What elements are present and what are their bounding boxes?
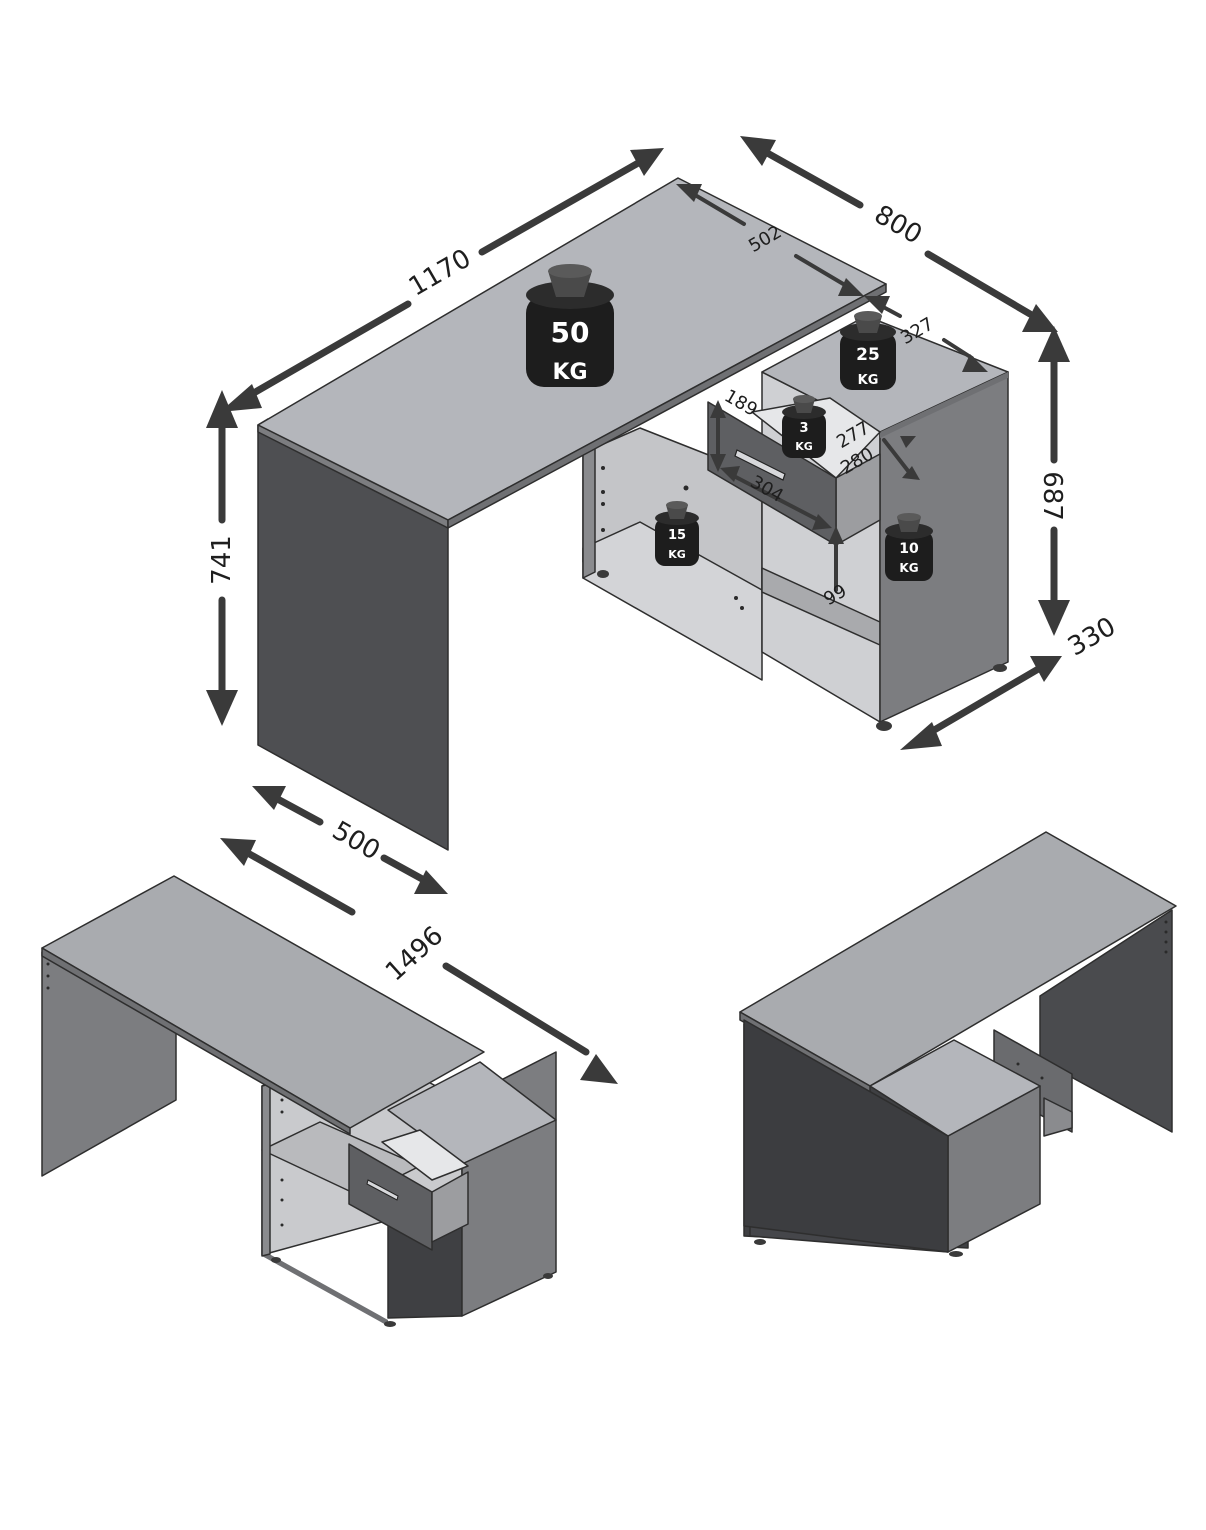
weight-badge-desktop: 50 KG [526, 264, 614, 387]
cabinet-foot [754, 1239, 766, 1245]
cabinet-front-left-frame [582, 446, 596, 579]
weight-unit: KG [795, 440, 813, 453]
weight-value: 50 [551, 316, 590, 349]
straight-drawer-side [431, 1171, 469, 1243]
weight-value: 3 [799, 421, 808, 436]
straight-cabinet-bottom-frame [262, 1250, 388, 1326]
cabinet-foot [993, 664, 1007, 672]
straight-drawer-inside [381, 1129, 469, 1181]
straight-cabinet-front-frame [261, 1083, 271, 1257]
drawer-handle[interactable] [734, 449, 786, 481]
weight-unit: KG [552, 360, 587, 385]
l-shaped-desk-view: 1170 800 502 327 741 687 330 500 189 304… [206, 136, 1121, 894]
back-desk-leg [1039, 909, 1173, 1133]
dim-cabinet-depth: 330 [1063, 612, 1121, 663]
side-cabinet [582, 315, 1009, 731]
weight-value: 15 [668, 528, 686, 543]
weight-badge-open-shelf: 15 KG [655, 501, 699, 566]
dim-cabinet-height: 687 [1037, 471, 1067, 521]
weight-unit: KG [858, 373, 879, 388]
cabinet-foot [949, 1251, 963, 1257]
straight-desk-view: 1496 [41, 838, 618, 1327]
weight-badge-cabinet-top: 25 KG [840, 311, 896, 390]
arrowhead [580, 1054, 618, 1084]
back-desk-view [739, 831, 1177, 1257]
shelf-peg-holes [601, 466, 744, 610]
cabinet-foot [597, 570, 609, 578]
arrowhead [220, 838, 256, 866]
weight-badge-drawer: 3 KG [782, 395, 826, 458]
dim-desk-height: 741 [207, 535, 237, 585]
desk-top-side-edge [447, 283, 887, 529]
weight-value: 10 [899, 541, 919, 557]
back-panel-long [743, 1019, 949, 1253]
straight-drawer-handle [366, 1179, 399, 1201]
weight-unit: KG [668, 548, 686, 561]
dim-desk-length: 1170 [404, 244, 476, 303]
weight-value: 25 [856, 345, 880, 365]
cabinet-foot [876, 721, 892, 731]
weight-unit: KG [899, 561, 918, 575]
cabinet-top-edge [880, 372, 1008, 438]
dim-overall-depth: 800 [869, 200, 927, 251]
back-peg-holes [1016, 920, 1168, 1080]
weight-badge-cabinet-shelf: 10 KG [885, 513, 933, 581]
back-cabinet-top [869, 1039, 1041, 1137]
cabinet-foot [543, 1273, 553, 1279]
back-drawer-rail [1043, 1097, 1073, 1137]
dimension-arrows [206, 136, 1070, 894]
straight-peg-holes [46, 962, 284, 1227]
cabinet-foot [384, 1321, 396, 1327]
cabinet-foot [271, 1257, 281, 1263]
straight-desk-top-edge [41, 947, 351, 1135]
dim-leg-depth: 500 [327, 816, 385, 867]
dim-total-length: 1496 [380, 921, 449, 988]
